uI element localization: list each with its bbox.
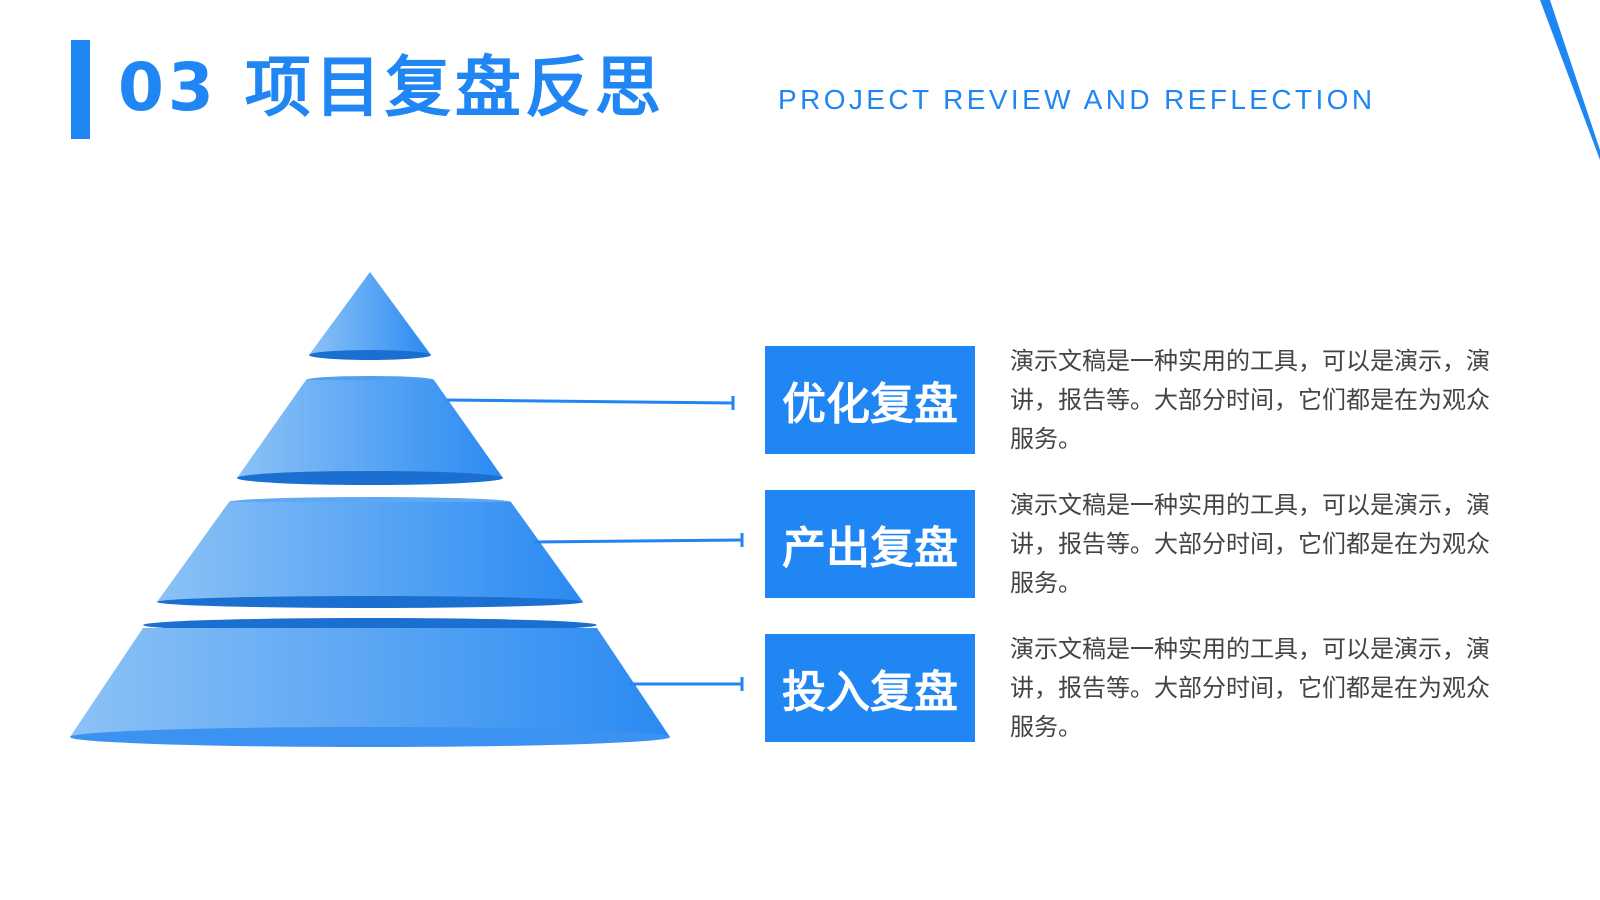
pyramid-apex	[309, 272, 431, 360]
connector-line-2	[533, 538, 743, 544]
tier-label-optimization: 优化复盘	[765, 346, 975, 454]
pyramid-diagram	[70, 272, 744, 747]
corner-decoration	[1540, 0, 1600, 160]
page-subtitle: PROJECT REVIEW AND REFLECTION	[778, 84, 1376, 115]
tier-description-output: 演示文稿是一种实用的工具，可以是演示，演讲，报告等。大部分时间，它们都是在为观众…	[1010, 491, 1490, 597]
connector-line-1	[446, 398, 734, 405]
tier-description-input: 演示文稿是一种实用的工具，可以是演示，演讲，报告等。大部分时间，它们都是在为观众…	[1010, 635, 1490, 741]
pyramid-tier-3	[70, 618, 670, 747]
title-accent-bar	[71, 40, 90, 139]
tier-description-optimization: 演示文稿是一种实用的工具，可以是演示，演讲，报告等。大部分时间，它们都是在为观众…	[1010, 347, 1490, 453]
tier-label-input: 投入复盘	[765, 634, 975, 742]
page-title: 03 项目复盘反思	[118, 49, 665, 126]
pyramid-tier-1	[237, 376, 503, 485]
pyramid-tier-2	[157, 497, 583, 608]
tier-label-output: 产出复盘	[765, 490, 975, 598]
